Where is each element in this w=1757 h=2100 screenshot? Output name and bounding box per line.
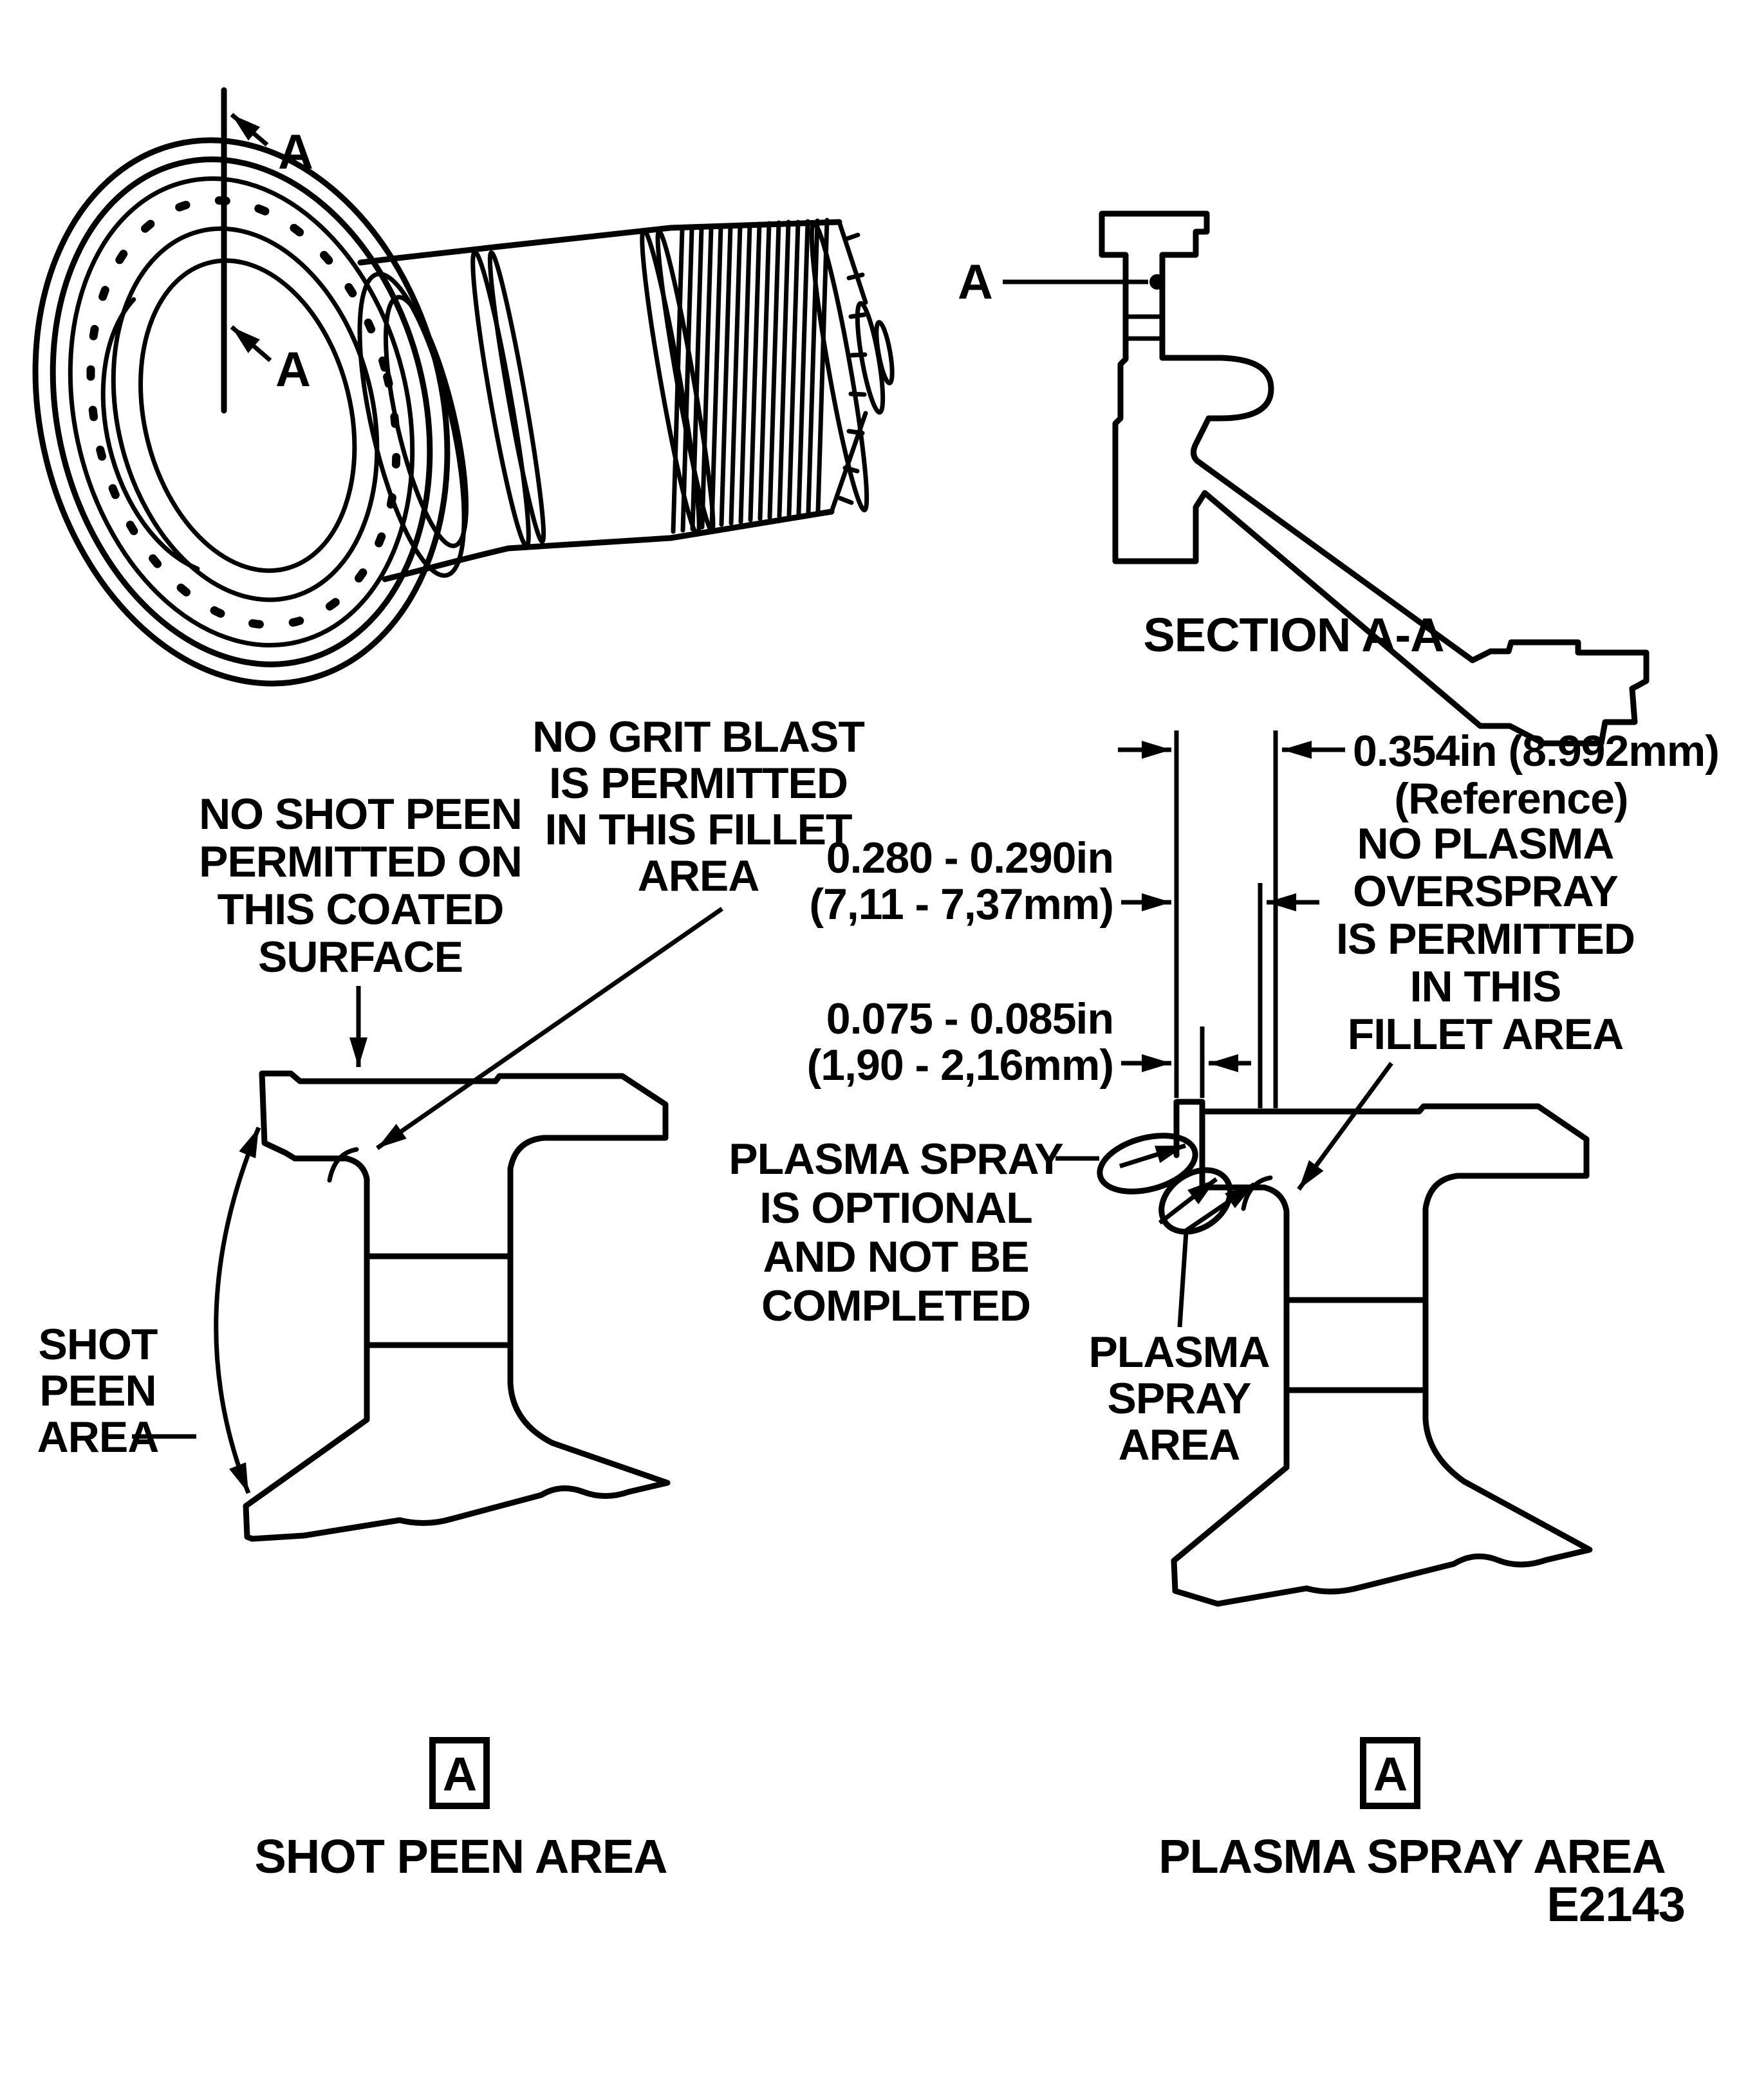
datum-symbol-box — [1360, 1737, 1420, 1809]
svg-text:AREA: AREA — [638, 851, 759, 900]
svg-text:IN THIS FILLET: IN THIS FILLET — [544, 805, 852, 854]
svg-text:FILLET AREA: FILLET AREA — [1348, 1010, 1623, 1059]
section-marker-bottom-label: A — [275, 342, 310, 397]
optional-note: PLASMA SPRAY IS OPTIONAL AND NOT BE COMP… — [729, 1135, 1064, 1330]
coating-tab — [1173, 1099, 1205, 1158]
svg-text:PLASMA: PLASMA — [1088, 1328, 1269, 1377]
no-grit-blast-note: NO GRIT BLAST IS PERMITTED IN THIS FILLE… — [532, 712, 865, 900]
plasma-spray-caption: PLASMA SPRAY AREA — [1158, 1830, 1666, 1883]
spray-area-label: PLASMA SPRAY AREA — [1088, 1328, 1270, 1469]
fillet-arc-mark — [1241, 1175, 1273, 1211]
plasma-spray-diagram: 0.354in (8.992mm) (Reference) 0.280 - 0.… — [729, 727, 1720, 1883]
svg-text:AND NOT BE: AND NOT BE — [763, 1232, 1028, 1281]
dim-spray-band: 0.280 - 0.290in (7,11 - 7,37mm) — [809, 833, 1114, 929]
extension-lines — [1174, 730, 1278, 1108]
fillet-arc-mark — [327, 1147, 359, 1183]
fan-disc-rings — [32, 137, 451, 687]
rib-lines — [364, 1253, 514, 1348]
datum-symbol-letter: A — [1373, 1747, 1407, 1801]
drawing-number: E2143 — [1547, 1877, 1685, 1932]
svg-text:0.354in (8.992mm): 0.354in (8.992mm) — [1353, 727, 1719, 776]
spray-area-leader — [1177, 1231, 1189, 1328]
dim-edge-band: 0.075 - 0.085in (1,90 - 2,16mm) — [807, 994, 1114, 1090]
extent-label: SHOT PEEN AREA — [37, 1320, 160, 1462]
svg-text:COMPLETED: COMPLETED — [761, 1281, 1030, 1330]
section-profile — [1099, 210, 1650, 747]
svg-text:NO SHOT PEEN: NO SHOT PEEN — [199, 790, 522, 839]
svg-text:NO GRIT BLAST: NO GRIT BLAST — [532, 712, 864, 761]
datum-symbol-letter: A — [443, 1747, 476, 1801]
no-grit-blast-arrow — [376, 907, 723, 1150]
datum-pointer-label: A — [958, 255, 992, 310]
svg-text:AREA: AREA — [1119, 1420, 1240, 1469]
svg-text:(7,11 - 7,37mm): (7,11 - 7,37mm) — [809, 880, 1113, 929]
shaft-top-edge — [357, 219, 842, 266]
neck-detail-lines — [1123, 314, 1165, 341]
isometric-shaft-view: A A — [32, 87, 895, 687]
blob-arrow-3 — [1185, 1182, 1256, 1232]
svg-text:IN THIS: IN THIS — [1410, 962, 1561, 1011]
section-arrow-bottom — [230, 325, 272, 362]
svg-text:SURFACE: SURFACE — [258, 933, 463, 981]
shaft-bottom-edge — [382, 508, 835, 582]
svg-text:IS PERMITTED: IS PERMITTED — [549, 759, 848, 808]
shot-peen-profile — [243, 1070, 671, 1542]
svg-text:IS OPTIONAL: IS OPTIONAL — [759, 1184, 1032, 1232]
plasma-profile — [1171, 1103, 1593, 1607]
blob-arrow-1 — [1119, 1143, 1187, 1169]
svg-text:AREA: AREA — [37, 1413, 159, 1462]
section-caption: SECTION A-A — [1143, 608, 1444, 662]
datum-symbol-box — [429, 1737, 490, 1809]
svg-text:IS PERMITTED: IS PERMITTED — [1336, 915, 1635, 963]
shot-peen-diagram: SHOT PEEN AREA NO SHOT PEEN PERMITTED ON… — [37, 712, 866, 1883]
svg-text:THIS COATED: THIS COATED — [218, 885, 504, 934]
svg-text:PEEN: PEEN — [39, 1366, 156, 1415]
svg-text:NO PLASMA: NO PLASMA — [1357, 819, 1614, 868]
shot-peen-extent-arrow — [214, 1126, 261, 1494]
no-shot-peen-note: NO SHOT PEEN PERMITTED ON THIS COATED SU… — [199, 790, 523, 981]
datum-point — [1149, 274, 1165, 290]
shot-peen-caption: SHOT PEEN AREA — [254, 1830, 667, 1883]
section-aa-view: A SECTION A-A — [958, 210, 1650, 747]
svg-text:OVERSPRAY: OVERSPRAY — [1353, 867, 1618, 916]
no-overspray-arrow — [1297, 1061, 1393, 1191]
blob-arrow-2 — [1158, 1177, 1218, 1225]
svg-text:(Reference): (Reference) — [1394, 774, 1628, 823]
plasma-spray-blob-upper — [1097, 1133, 1198, 1194]
svg-text:0.280 - 0.290in: 0.280 - 0.290in — [826, 833, 1113, 882]
svg-text:PERMITTED ON: PERMITTED ON — [199, 837, 522, 886]
section-marker-top-label: A — [278, 125, 313, 180]
svg-text:SHOT: SHOT — [39, 1320, 158, 1369]
plasma-spray-blob-lower — [1158, 1167, 1233, 1235]
spline-section — [671, 218, 830, 534]
section-arrow-top — [230, 113, 269, 147]
dim-width-reference: 0.354in (8.992mm) (Reference) — [1353, 727, 1720, 823]
svg-text:SPRAY: SPRAY — [1107, 1374, 1251, 1423]
rib-lines — [1283, 1297, 1429, 1393]
no-overspray-note: NO PLASMA OVERSPRAY IS PERMITTED IN THIS… — [1336, 819, 1635, 1059]
svg-text:0.075 - 0.085in: 0.075 - 0.085in — [826, 994, 1113, 1043]
svg-text:(1,90 - 2,16mm): (1,90 - 2,16mm) — [807, 1041, 1113, 1090]
svg-text:PLASMA SPRAY: PLASMA SPRAY — [729, 1135, 1063, 1184]
